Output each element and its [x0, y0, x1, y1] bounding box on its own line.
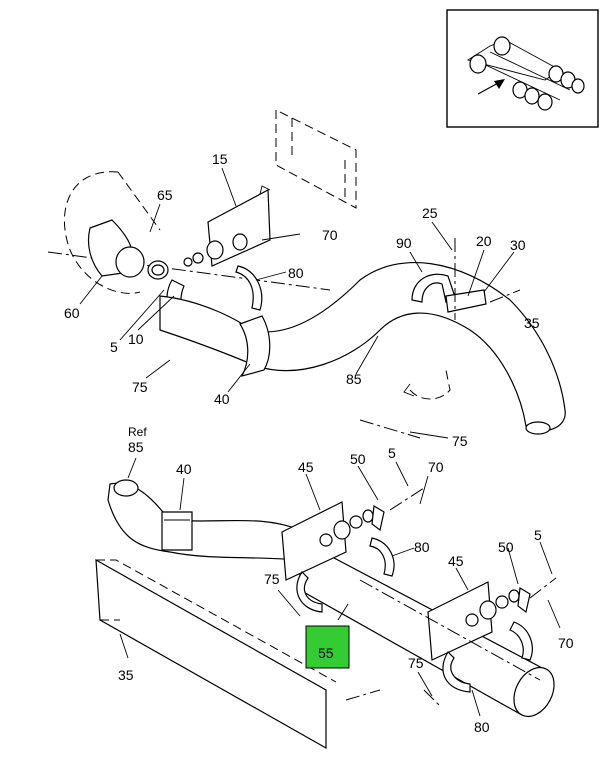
- callout-10: 10: [128, 331, 144, 347]
- elbow-pipe-ref: [107, 482, 301, 561]
- callout-60: 60: [64, 305, 80, 321]
- highlight-box[interactable]: [305, 625, 350, 669]
- bracket-50-right: [517, 587, 531, 614]
- bracket-20-30: [445, 289, 487, 313]
- callout-50-left: 50: [350, 451, 366, 467]
- elbow-inlet: [113, 479, 139, 497]
- callout-80-mid: 80: [414, 539, 430, 555]
- callout-80-lower-right: 80: [474, 719, 490, 735]
- callout-40-lower: 40: [176, 461, 192, 477]
- callout-35-upper: 35: [524, 315, 540, 331]
- frame-rail-lower: [95, 558, 327, 750]
- callout-85-ref: 85: [128, 439, 144, 455]
- strap-90: [411, 273, 457, 303]
- callout-45-right: 45: [448, 553, 464, 569]
- clamp-75-lower-right: [442, 651, 471, 693]
- callout-5-upper: 5: [110, 339, 118, 355]
- callout-85: 85: [346, 371, 362, 387]
- callout-55[interactable]: 55: [318, 645, 334, 661]
- clamp-80-lower: [369, 537, 395, 577]
- callout-40-upper: 40: [214, 391, 230, 407]
- callout-90: 90: [396, 235, 412, 251]
- callout-5-mid: 5: [388, 445, 396, 461]
- callout-70-mid: 70: [428, 459, 444, 475]
- callout-45-left: 45: [298, 459, 314, 475]
- leader-lines: [79, 167, 561, 717]
- callout-35-lower: 35: [118, 667, 134, 683]
- callout-20: 20: [476, 233, 492, 249]
- bracket-45-right: [427, 581, 493, 661]
- callout-15: 15: [212, 151, 228, 167]
- adapter-outlet: [115, 246, 145, 278]
- frame-rail-upper: [275, 109, 357, 209]
- callout-75-upper-right: 75: [452, 433, 468, 449]
- callout-70-right: 70: [558, 635, 574, 651]
- callout-75-lower-right: 75: [408, 655, 424, 671]
- bracket-50-left: [371, 505, 385, 532]
- callout-25: 25: [422, 205, 438, 221]
- clamp-80-lower-right: [509, 621, 533, 661]
- clamp-80-upper: [235, 265, 263, 311]
- highlighted-callout-55[interactable]: 55: [305, 625, 350, 669]
- callout-labels: 15 65 70 80 25 20 30 90 60 5 10 35 75 85…: [64, 151, 574, 735]
- callout-ref: Ref: [128, 425, 147, 439]
- clamp-75-lower-left: [296, 571, 323, 613]
- callout-70-upper: 70: [322, 227, 338, 243]
- locator-inset: [446, 9, 599, 128]
- callout-5-right: 5: [534, 527, 542, 543]
- callout-65: 65: [157, 187, 173, 203]
- lower-assembly: [95, 479, 557, 750]
- muffler-outlet: [513, 666, 555, 718]
- callout-30: 30: [510, 237, 526, 253]
- sleeve-40-lower: [161, 511, 193, 551]
- sleeve-40-upper: [239, 315, 271, 377]
- pipe-outlet-upper: [525, 421, 551, 435]
- callout-50-right: 50: [498, 539, 514, 555]
- arrow-icon: [477, 79, 505, 95]
- truck-chassis-icon: [466, 36, 585, 111]
- upper-assembly: [47, 109, 566, 439]
- callout-80-upper: 80: [288, 265, 304, 281]
- callout-75-upper: 75: [132, 379, 148, 395]
- bracket-45-left: [281, 501, 347, 581]
- turbo-housing: [63, 171, 141, 294]
- callout-75-lower-left: 75: [264, 571, 280, 587]
